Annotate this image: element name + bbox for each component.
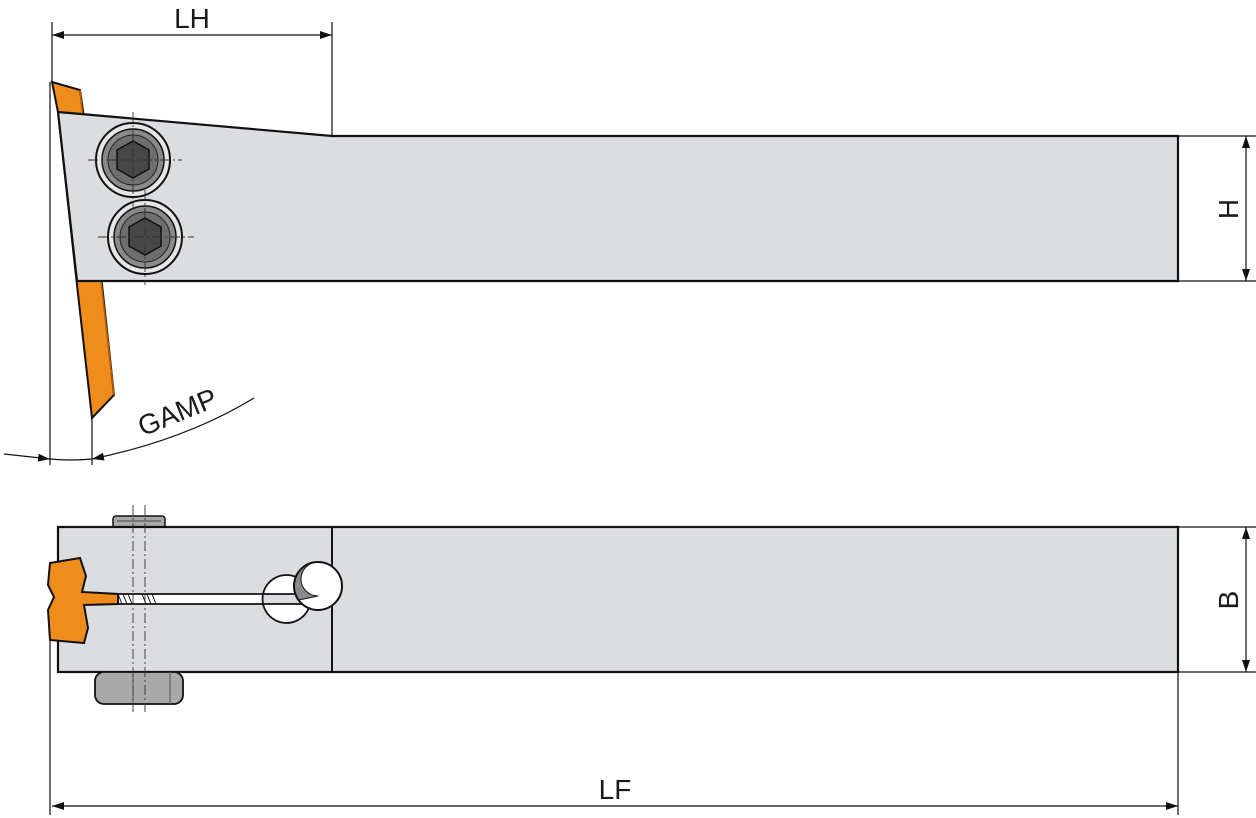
dim-label-lf: LF (599, 774, 632, 805)
screw-head-bottom (94, 671, 184, 705)
dimension-lines (3, 22, 1256, 815)
side-view (46, 505, 1180, 712)
hex-socket-icon (116, 140, 150, 179)
top-view (50, 80, 1180, 421)
cutting-insert-side (46, 556, 119, 645)
dim-label-gamp: GAMP (133, 382, 221, 442)
dim-label-h: H (1213, 199, 1244, 219)
holder-body-top (56, 110, 1180, 283)
hex-socket-icon (128, 217, 162, 256)
dim-label-b: B (1213, 591, 1244, 610)
dim-label-lh: LH (174, 3, 210, 34)
